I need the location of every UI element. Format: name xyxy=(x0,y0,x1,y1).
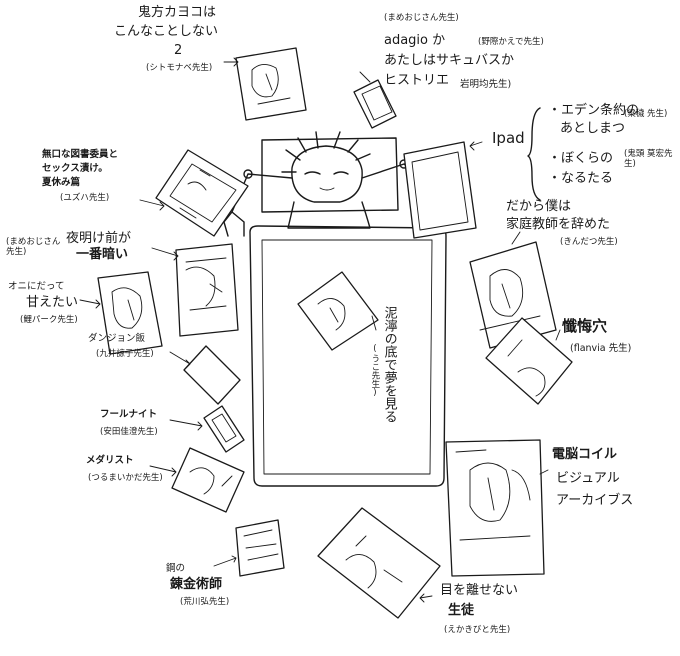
arrow-zange xyxy=(555,329,561,341)
label-ipad: Ipad xyxy=(492,129,525,147)
label-hagane-line2: 錬金術師 xyxy=(170,577,223,592)
arrow-meohanasenai xyxy=(419,593,433,603)
robot-arm-left xyxy=(223,173,293,237)
label-onii-author: (鯉パーク先生) xyxy=(20,315,78,325)
label-kayoko-line2: こんなことしない xyxy=(114,24,219,39)
label-fool-title: フールナイト xyxy=(100,409,158,420)
label-bokuno-line2: ・なるたる xyxy=(548,171,614,186)
label-yoake-author: (まめおじさん先生) xyxy=(6,237,61,257)
label-zange-author: (flanvia 先生) xyxy=(570,343,632,354)
label-katei-line2: 家庭教師を辞めた xyxy=(506,217,611,232)
label-katei-author: (きんだつ先生) xyxy=(560,237,618,247)
arrow-doro xyxy=(371,315,377,331)
label-doro-author: (うこ先生) xyxy=(369,344,380,398)
label-yoake-line1: 夜明け前が xyxy=(66,231,132,246)
label-adagio-author3: 岩明均先生) xyxy=(460,79,512,90)
book-kayoko xyxy=(235,47,307,121)
label-medalist-author: (つるまいかだ先生) xyxy=(88,473,163,483)
label-kayoko-line1: 鬼方カヨコは xyxy=(138,5,217,20)
book-fool-night xyxy=(203,405,245,453)
book-onii xyxy=(97,271,163,355)
label-adagio-line3: ヒストリエ xyxy=(384,73,450,88)
arrow-medalist xyxy=(149,465,177,477)
label-dennou-line3: アーカイブス xyxy=(556,493,634,508)
label-meohanasenai-line2: 生徒 xyxy=(448,603,475,618)
label-adagio-line1: adagio か xyxy=(384,33,446,48)
book-meohanasenai xyxy=(317,507,441,619)
label-hagane-author: (荒川弘先生) xyxy=(180,597,230,607)
book-medalist xyxy=(171,447,245,513)
label-onii-line2: 甘えたい xyxy=(26,295,79,310)
label-katei-line1: だから僕は xyxy=(506,199,572,214)
label-yoake-line2: 一番暗い xyxy=(76,247,129,262)
arrow-onii xyxy=(79,299,101,309)
character-head xyxy=(291,145,363,203)
label-onii-line1: オニにだって xyxy=(8,281,65,292)
book-yoake xyxy=(175,243,239,337)
character-body xyxy=(287,201,371,229)
ipad-device xyxy=(403,141,477,239)
book-hagane xyxy=(235,519,285,577)
label-kayoko-line3: 2 xyxy=(174,43,183,58)
book-katei xyxy=(469,241,557,349)
book-adagio xyxy=(353,79,397,129)
label-bokuno-author: (鬼頭 莫宏先生) xyxy=(624,149,673,169)
arrow-fool xyxy=(169,419,203,431)
book-mukuchi xyxy=(155,149,249,237)
label-mukuchi-line1: 無口な図書委員と xyxy=(42,149,119,160)
label-meohanasenai-author: (えかきびと先生) xyxy=(444,625,511,635)
arrow-ipad xyxy=(469,141,483,151)
label-medalist-title: メダリスト xyxy=(86,455,134,466)
label-dungeon-title: ダンジョン飯 xyxy=(88,333,146,344)
arrows xyxy=(79,57,561,603)
label-dennou-line1: 電脳コイル xyxy=(552,447,618,462)
pillow xyxy=(261,137,399,213)
label-zange-title: 懺悔穴 xyxy=(562,317,608,335)
robot-arm-left-joint xyxy=(243,169,253,179)
label-dennou-line2: ビジュアル xyxy=(556,471,620,486)
label-mukuchi-line3: 夏休み篇 xyxy=(42,177,81,188)
arrow-mukuchi xyxy=(139,199,165,211)
label-kayoko-author: (シトモナベ先生) xyxy=(146,63,213,73)
arrow-adagio xyxy=(359,71,371,83)
brace xyxy=(527,107,541,201)
label-dungeon-author: (九井諒子先生) xyxy=(96,349,154,359)
label-mukuchi-author: (ユズハ先生) xyxy=(60,193,110,203)
character-hair-spikes xyxy=(281,131,371,173)
label-adagio-line2: あたしはサキュバスか xyxy=(384,53,515,68)
label-eden-line2: あとしまつ xyxy=(560,121,626,136)
label-bokuno-line1: ・ぼくらの xyxy=(548,151,614,166)
futon-mattress xyxy=(249,225,447,487)
arrow-kayoko xyxy=(223,57,239,67)
arrow-hagane xyxy=(213,555,237,567)
label-eden-line1: ・エデン条約の xyxy=(548,103,640,118)
label-eden-author: (梁穢 先生) xyxy=(624,109,668,119)
label-meohanasenai-line1: 目を離せない xyxy=(440,583,519,598)
arrow-dennou xyxy=(539,469,549,475)
label-adagio-author-top: (まめおじさん先生) xyxy=(384,13,459,23)
label-doro-title: 泥濘の底で夢を見る xyxy=(381,306,397,423)
character-mouth xyxy=(319,187,335,191)
book-doro xyxy=(297,271,379,351)
book-zange xyxy=(485,317,573,405)
arrow-dungeon xyxy=(169,351,191,369)
blank-sheet xyxy=(183,345,241,405)
character xyxy=(223,131,457,237)
label-mukuchi-line2: セックス漬け。 xyxy=(42,163,108,174)
label-adagio-author2: (野際かえで先生) xyxy=(478,37,544,47)
character-eyes xyxy=(304,171,349,175)
arrow-yoake xyxy=(151,247,179,261)
arrow-katei xyxy=(511,231,521,245)
book-dennou-coil xyxy=(445,439,545,577)
label-hagane-line1: 鋼の xyxy=(166,563,186,574)
label-fool-author: (安田佳澄先生) xyxy=(100,427,158,437)
futon-inner-border xyxy=(261,239,433,475)
